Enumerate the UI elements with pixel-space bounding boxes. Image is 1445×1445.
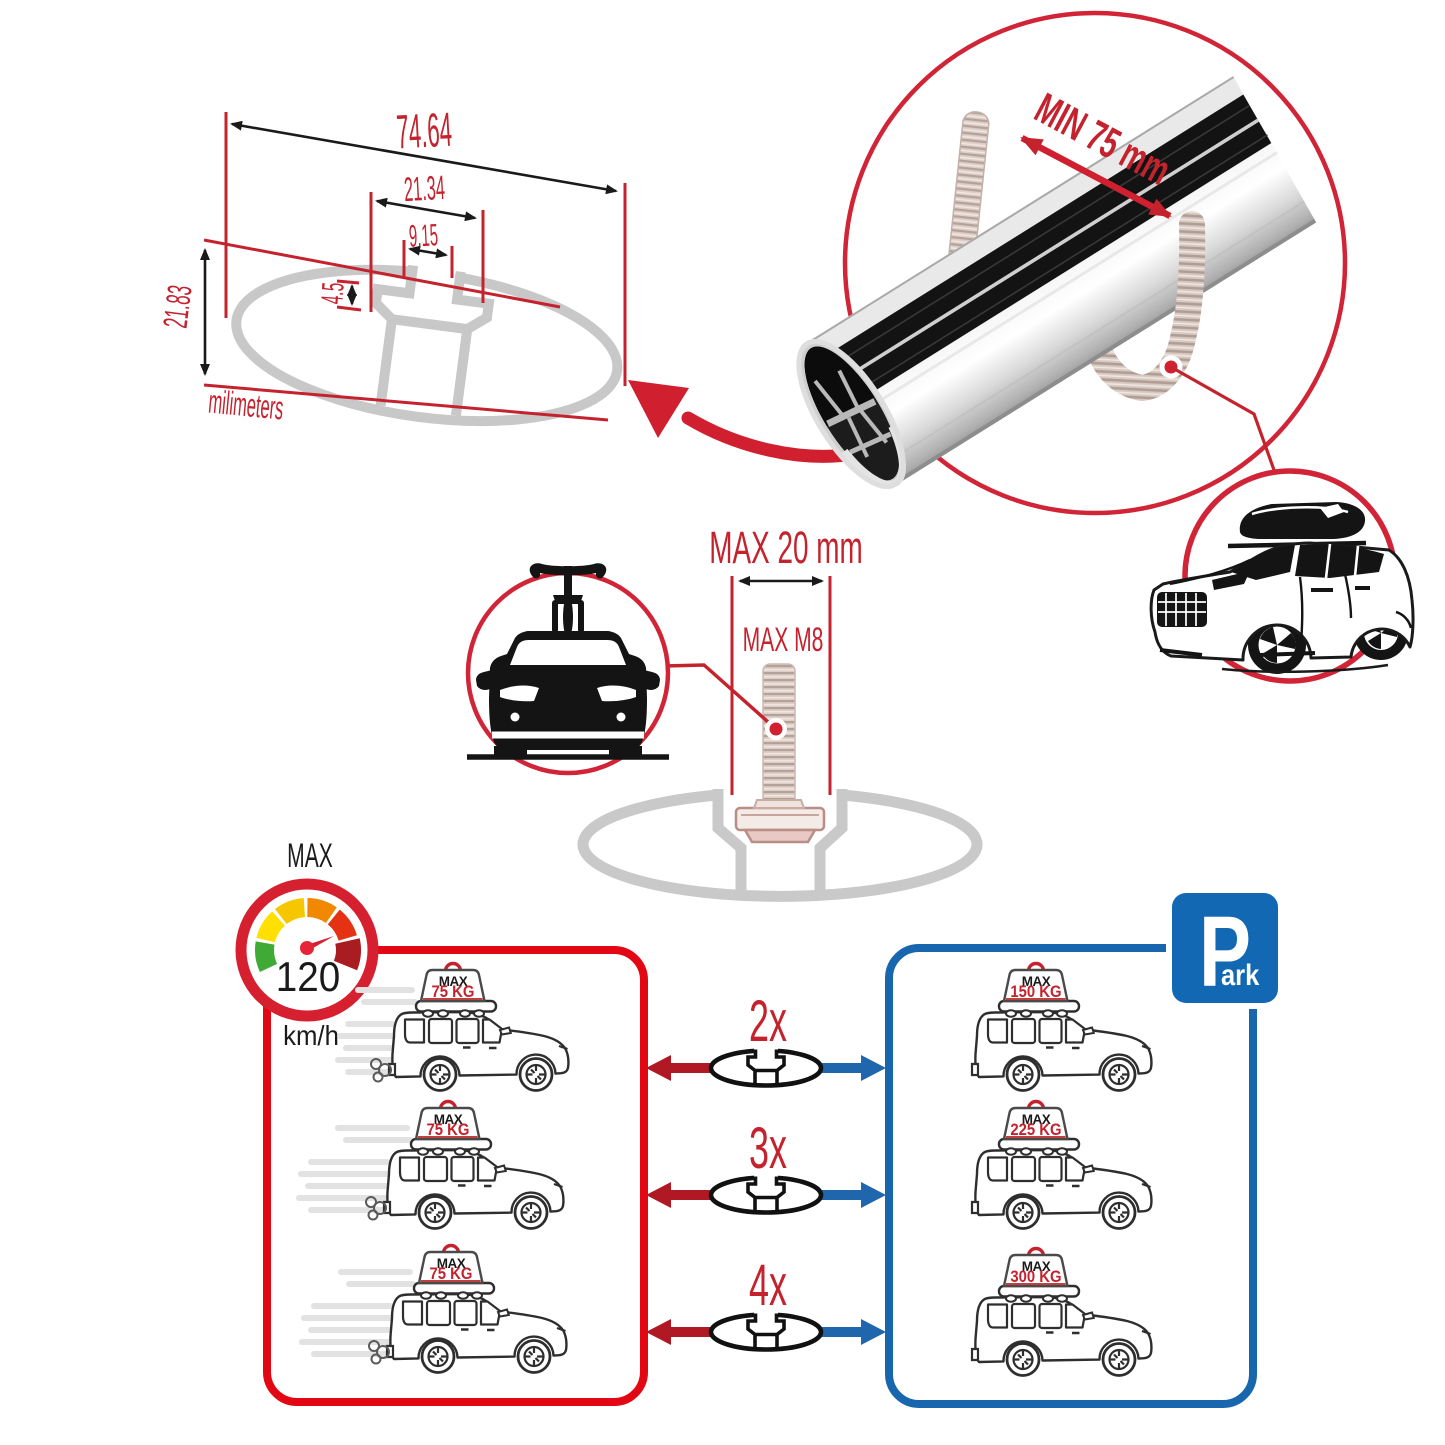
svg-text:75 KG: 75 KG xyxy=(430,1265,473,1283)
svg-text:74.64: 74.64 xyxy=(395,102,453,159)
svg-text:km/h: km/h xyxy=(283,1020,339,1051)
svg-text:75 KG: 75 KG xyxy=(427,1121,470,1139)
svg-text:milimeters: milimeters xyxy=(207,382,285,427)
svg-text:P: P xyxy=(1199,897,1251,1009)
svg-text:2x: 2x xyxy=(749,989,787,1054)
svg-text:ark: ark xyxy=(1221,958,1260,991)
svg-text:225 KG: 225 KG xyxy=(1010,1121,1061,1139)
svg-text:21.83: 21.83 xyxy=(156,283,199,330)
svg-text:120: 120 xyxy=(276,952,340,1000)
svg-text:4.5: 4.5 xyxy=(316,281,352,305)
svg-text:3x: 3x xyxy=(749,1116,787,1181)
svg-text:21.34: 21.34 xyxy=(403,168,446,208)
svg-text:150 KG: 150 KG xyxy=(1010,983,1061,1001)
svg-text:MAX M8: MAX M8 xyxy=(743,620,824,658)
svg-text:75 KG: 75 KG xyxy=(432,983,475,1001)
svg-text:MAX 20 mm: MAX 20 mm xyxy=(709,522,862,572)
svg-text:4x: 4x xyxy=(749,1253,787,1318)
svg-text:MAX: MAX xyxy=(287,836,333,874)
svg-text:300 KG: 300 KG xyxy=(1010,1268,1061,1286)
svg-text:9.15: 9.15 xyxy=(408,219,439,255)
